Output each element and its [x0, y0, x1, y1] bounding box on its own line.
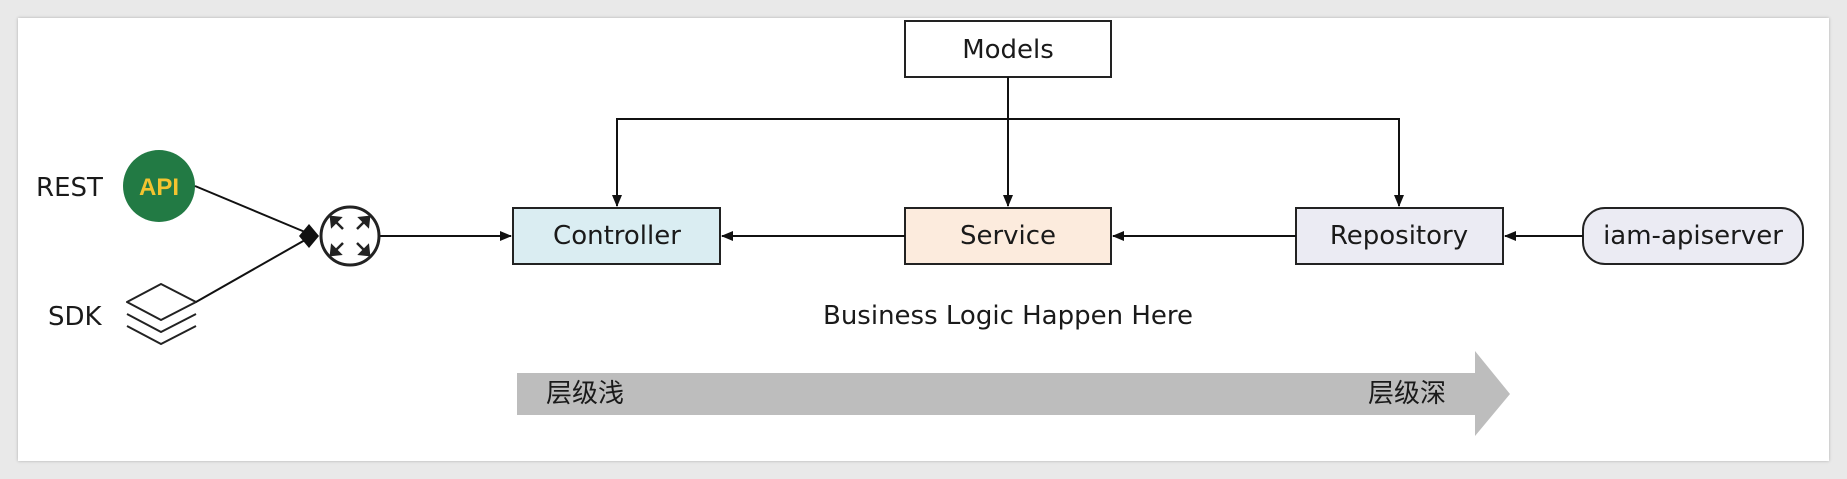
api-badge-label: API [139, 174, 179, 201]
models-to-repository-line [1008, 118, 1404, 207]
models-to-controller-line [612, 118, 1008, 207]
repository-label: Repository [1330, 221, 1468, 251]
layers-icon [126, 283, 197, 345]
models-box [904, 20, 1112, 78]
sdk-to-router-line [195, 239, 306, 303]
apiserver-label: iam-apiserver [1603, 221, 1783, 251]
caption: Business Logic Happen Here [823, 301, 1193, 331]
models-label: Models [962, 35, 1054, 65]
sdk-label: SDK [48, 302, 103, 332]
router-diamond-marker [299, 224, 319, 248]
api-badge [123, 150, 195, 222]
controller-label: Controller [553, 221, 681, 251]
api-to-router-line [194, 185, 306, 233]
depth-deep-label: 层级深 [1368, 379, 1446, 409]
service-label: Service [960, 221, 1056, 251]
rest-label: REST [36, 173, 103, 203]
depth-shallow-label: 层级浅 [546, 379, 624, 409]
controller-box [512, 207, 721, 265]
service-box [904, 207, 1112, 265]
router-icon [319, 205, 381, 267]
depth-arrow [517, 351, 1510, 436]
